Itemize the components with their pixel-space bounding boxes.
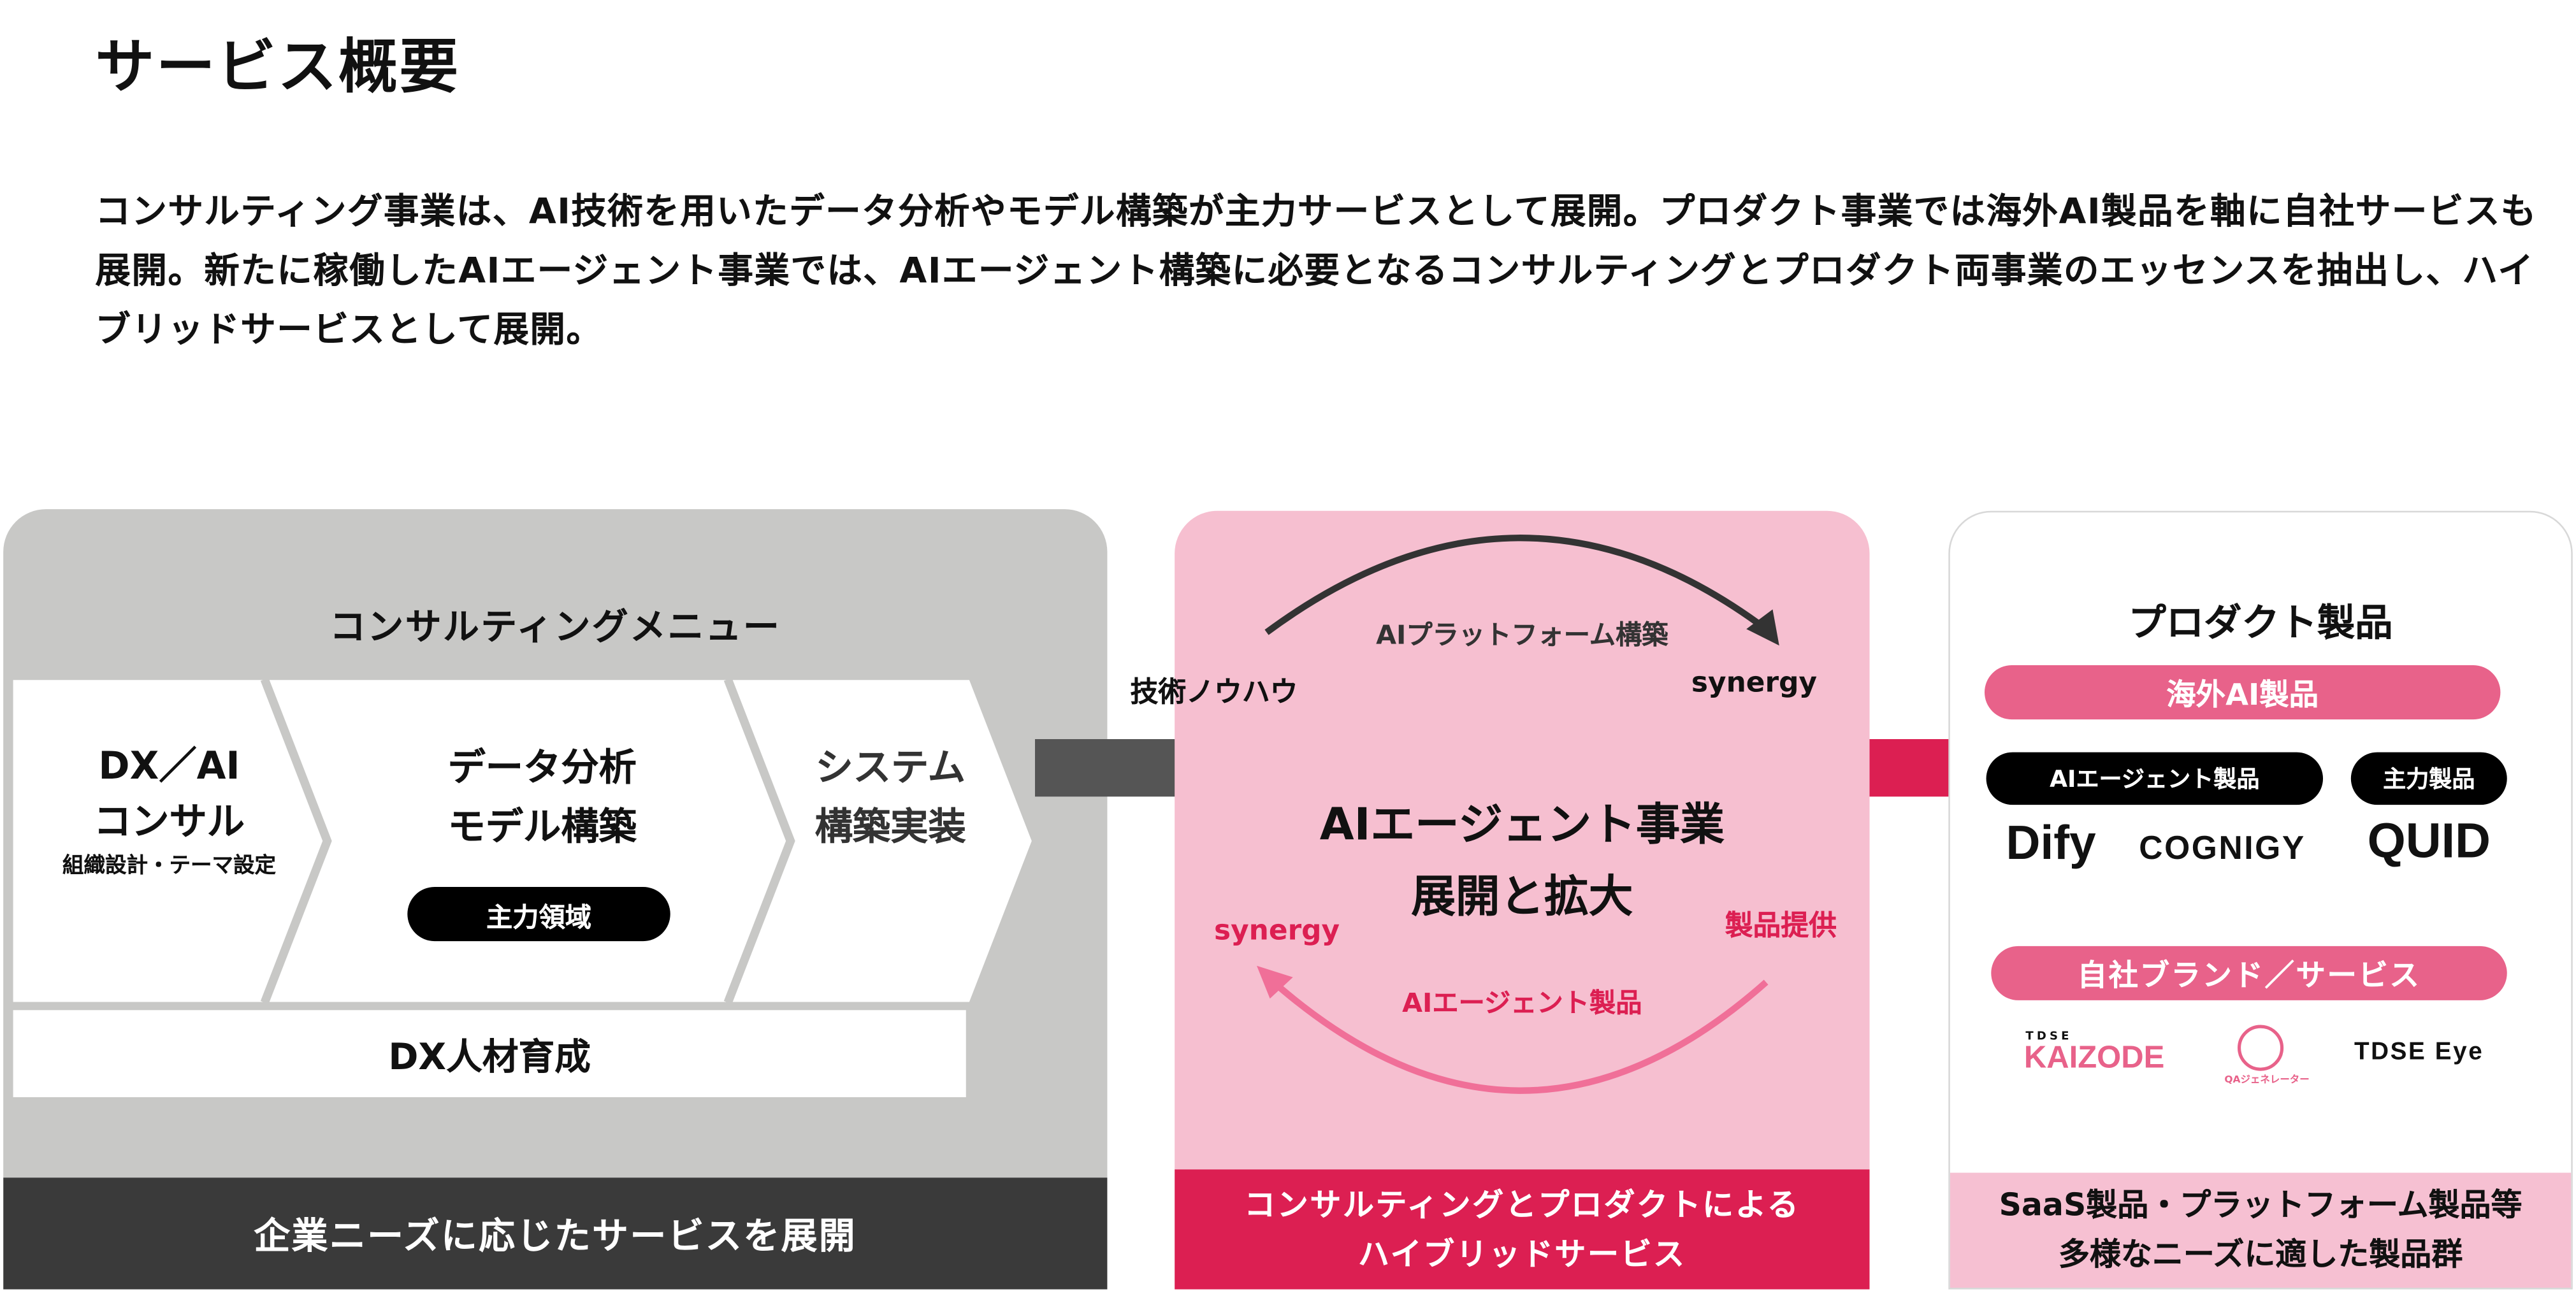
agent-products-badge: AIエージェント製品 <box>1986 752 2324 805</box>
agent-main-line1: AIエージェント事業 <box>1319 800 1725 851</box>
synergy-bottom: synergy <box>1213 914 1340 948</box>
step3-line2: 構築実装 <box>814 806 966 849</box>
step2-line1: データ分析 <box>447 747 637 790</box>
qa-generator-logo: QAジェネレーター <box>2224 1074 2310 1086</box>
agent-footer-line2: ハイブリッドサービス <box>1358 1235 1686 1272</box>
arrow-head-icon <box>1746 609 1779 646</box>
bottom-arc <box>1268 976 1769 1094</box>
step1-line1: DX／AI <box>98 745 240 789</box>
product-footer-line2: 多様なニーズに適した製品群 <box>2058 1237 2463 1273</box>
consulting-heading: コンサルティングメニュー <box>329 607 781 649</box>
quid-logo: QUID <box>2367 814 2491 869</box>
cognigy-logo: COGNIGY <box>2139 831 2306 868</box>
agent-footer-line1: コンサルティングとプロダクトによる <box>1244 1186 1800 1223</box>
know-how-label: 技術ノウハウ <box>1130 677 1298 710</box>
step2-line2: モデル構築 <box>447 806 637 849</box>
description: コンサルティング事業は、AI技術を用いたデータ分析やモデル構築が主力サービスとし… <box>95 192 2537 352</box>
chevron-1 <box>13 680 326 1002</box>
step3-line1: システム <box>815 747 966 790</box>
top-arc <box>1264 535 1769 635</box>
agent-panel: AIプラットフォーム構築 synergy AIエージェント事業 展開と拡大 sy… <box>1175 510 1870 1290</box>
product-panel: プロダクト製品 海外AI製品 AIエージェント製品 主力製品 Dify COGN… <box>1948 510 2573 1290</box>
step1-line2: コンサル <box>93 801 245 844</box>
cycle-arcs <box>1257 535 1779 1094</box>
consulting-panel: コンサルティングメニュー DX／AI コンサル 組織設計・テーマ設定 データ分析… <box>3 509 1108 1290</box>
chevron-3 <box>732 680 1032 1002</box>
product-supply: 製品提供 <box>1725 910 1837 943</box>
kaizode-logo: KAIZODE <box>2023 1041 2165 1076</box>
product-footer-line1: SaaS製品・プラットフォーム製品等 <box>1999 1187 2522 1224</box>
top-arc-label: AIプラットフォーム構築 <box>1376 619 1668 651</box>
step1-sub: 組織設計・テーマ設定 <box>62 854 277 879</box>
own-brand-badge: 自社ブランド／サービス <box>1991 946 2507 1000</box>
qa-generator-icon <box>2237 1025 2284 1071</box>
bottom-arc-label: AIエージェント製品 <box>1402 987 1642 1019</box>
tdse-eye-logo: TDSE Eye <box>2354 1038 2484 1066</box>
arrow-head-icon <box>1257 965 1293 999</box>
agent-main-line2: 展開と拡大 <box>1411 872 1633 923</box>
main-area-badge: 主力領域 <box>407 887 670 942</box>
main-products-badge: 主力製品 <box>2350 752 2507 805</box>
overseas-badge: 海外AI製品 <box>1984 665 2501 720</box>
synergy-top: synergy <box>1691 666 1818 700</box>
consulting-footer: 企業ニーズに応じたサービスを展開 <box>3 1177 1108 1290</box>
talent-development: DX人材育成 <box>13 1010 966 1097</box>
page-title: サービス概要 <box>95 34 460 102</box>
kaizode-logo-top: TDSE <box>2025 1030 2073 1043</box>
product-heading: プロダクト製品 <box>2128 603 2393 646</box>
dify-logo: Dify <box>2006 817 2096 871</box>
